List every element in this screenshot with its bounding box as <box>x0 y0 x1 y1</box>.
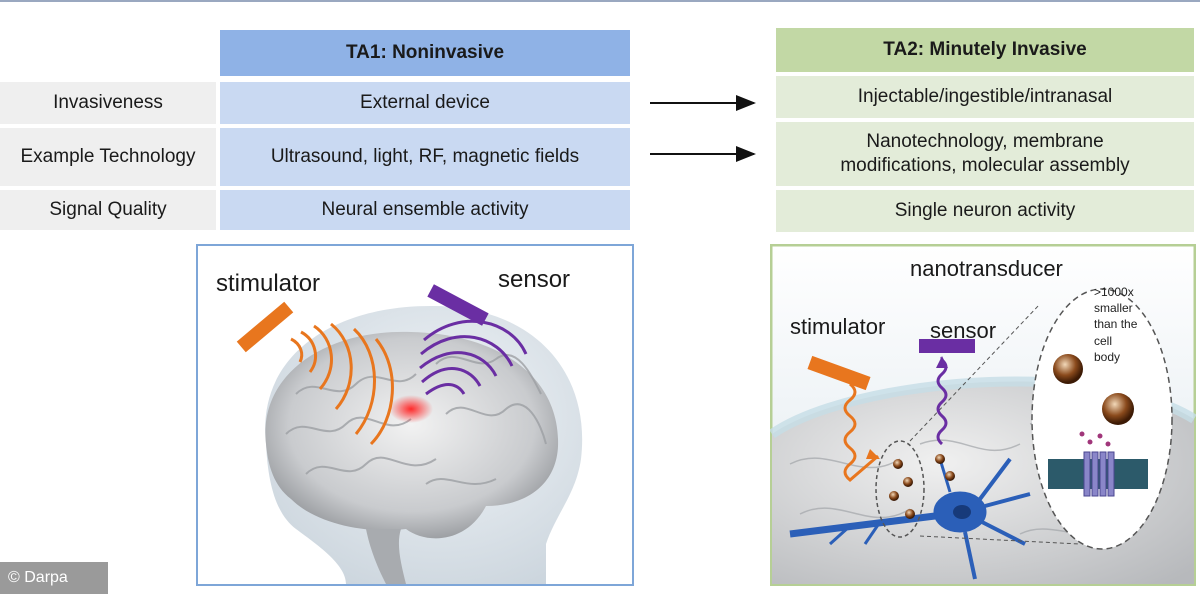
ta2-stimulator-label: stimulator <box>790 314 886 339</box>
ta1-header: TA1: Noninvasive <box>220 30 630 76</box>
ta2-cell-text: Nanotechnology, membrane modifications, … <box>840 131 1130 176</box>
row-label-text: Example Technology <box>20 146 196 168</box>
nanoparticles-small <box>889 454 955 519</box>
nanotransducer-label: nanotransducer <box>910 256 1063 281</box>
ta2-stimulator-signal <box>843 382 879 482</box>
nanoparticle-large <box>1053 354 1083 384</box>
ta1-illustration-panel: stimulator sensor <box>196 244 634 586</box>
ta1-sensor-label: sensor <box>498 266 571 293</box>
ta2-sensor-signal <box>936 356 948 446</box>
nanoparticle-region <box>875 440 925 538</box>
ta1-stimulator-waves <box>290 322 394 446</box>
ta1-stimulator-label: stimulator <box>216 270 321 297</box>
ta2-sensor-device <box>919 339 975 353</box>
scale-note-line: body <box>1094 349 1121 364</box>
row-label-signal-quality: Signal Quality <box>0 190 216 230</box>
ta2-illustration-panel: nanotransducer stimulator sensor >1000x … <box>770 244 1196 586</box>
ta1-cell-example-technology: Ultrasound, light, RF, magnetic fields <box>220 128 630 186</box>
row-label-text: Invasiveness <box>53 92 163 114</box>
ta2-cell-signal-quality: Single neuron activity <box>776 190 1194 232</box>
image-credit-text: © Darpa <box>8 569 68 586</box>
ta2-header-label: TA2: Minutely Invasive <box>883 39 1087 61</box>
ta1-cell-text: Neural ensemble activity <box>321 199 529 221</box>
ta2-cell-invasiveness: Injectable/ingestible/intranasal <box>776 76 1194 118</box>
ta1-stimulator-device <box>236 301 294 353</box>
activity-hotspot <box>389 395 433 423</box>
comparison-arrows <box>650 95 756 162</box>
ion-channel <box>1083 451 1115 497</box>
ta1-cell-text: Ultrasound, light, RF, magnetic fields <box>270 146 580 168</box>
neuron-nucleus <box>953 505 971 519</box>
nanoparticle-large <box>1102 393 1134 425</box>
brain-folds <box>285 354 547 485</box>
ta1-cell-signal-quality: Neural ensemble activity <box>220 190 630 230</box>
ta2-sensor-label: sensor <box>930 318 997 343</box>
neuron-cell <box>789 457 1031 580</box>
row-label-invasiveness: Invasiveness <box>0 82 216 124</box>
ta1-sensor-waves <box>419 319 528 396</box>
scale-note-line: smaller <box>1094 301 1133 316</box>
ta2-cell-example-technology: Nanotechnology, membrane modifications, … <box>776 122 1194 186</box>
scale-note-line: than the <box>1094 317 1138 332</box>
ta1-cell-invasiveness: External device <box>220 82 630 124</box>
ta1-cell-text: External device <box>360 92 490 114</box>
ta1-sensor-device <box>427 284 489 326</box>
image-credit: © Darpa <box>0 562 108 594</box>
ta2-cell-text: Single neuron activity <box>894 200 1076 222</box>
top-divider <box>0 0 1200 2</box>
ta2-cell-text: Injectable/ingestible/intranasal <box>857 86 1113 108</box>
ta1-header-label: TA1: Noninvasive <box>345 42 505 64</box>
scale-note-line: cell <box>1094 333 1113 348</box>
row-label-example-technology: Example Technology <box>0 128 216 186</box>
ions <box>1079 431 1111 447</box>
row-label-text: Signal Quality <box>49 199 167 221</box>
scale-note: >1000x smaller than the cell body <box>1094 284 1137 365</box>
ta2-header: TA2: Minutely Invasive <box>776 28 1194 72</box>
brainstem <box>366 529 406 584</box>
brain-shape <box>265 331 559 539</box>
scale-note-line: >1000x <box>1094 285 1134 299</box>
ta2-stimulator-device <box>807 355 871 391</box>
